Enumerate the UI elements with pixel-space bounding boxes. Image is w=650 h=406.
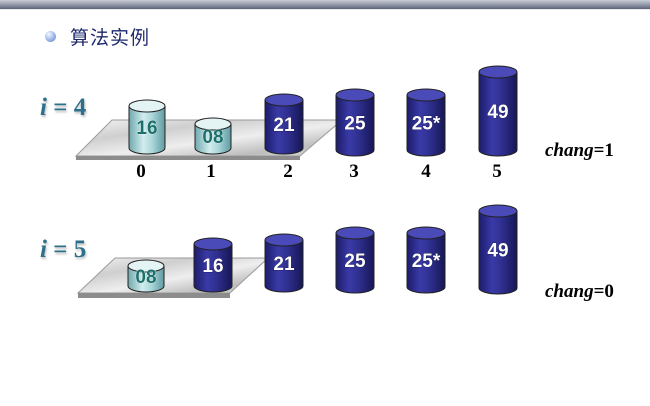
cylinder-top (128, 99, 166, 113)
cylinder-row1-0: 16 (128, 99, 166, 155)
cylinder-top (406, 226, 446, 240)
platform-row2 (76, 257, 270, 294)
cylinder-row2-5: 49 (478, 204, 518, 295)
cylinder-body (194, 123, 232, 155)
cylinder-value: 25 (344, 251, 366, 272)
row-label-var: i (40, 236, 47, 263)
cylinder-row1-4: 25* (406, 88, 446, 157)
cylinder-body (128, 105, 166, 155)
cylinder-row2-0: 08 (127, 259, 165, 293)
index-label-5: 5 (492, 161, 502, 182)
cylinder-body (193, 243, 233, 293)
cylinder-top (406, 88, 446, 102)
cylinder-value: 49 (487, 241, 508, 262)
chang-flag-row2: chang=0 (545, 281, 614, 303)
chang-value: =0 (593, 281, 614, 302)
cylinder-top (335, 88, 375, 102)
cylinder-top (194, 117, 232, 131)
cylinder-row2-2: 21 (264, 233, 304, 293)
cylinder-top (193, 237, 233, 251)
cylinder-top (127, 259, 165, 273)
index-label-2: 2 (283, 161, 293, 182)
cylinder-value: 25* (412, 114, 441, 135)
cylinder-body (406, 94, 446, 157)
platform-row2-edge (78, 293, 230, 298)
cylinder-value: 16 (202, 256, 223, 277)
cylinder-row1-3: 25 (335, 88, 375, 157)
chang-var: chang (545, 140, 594, 161)
row-label-i4: i = 4 (40, 94, 86, 122)
cylinder-body (478, 71, 518, 157)
cylinder-top (478, 204, 518, 218)
cylinder-body (335, 232, 375, 294)
index-label-3: 3 (349, 161, 359, 182)
chang-flag-row1: chang=1 (545, 140, 614, 162)
index-label-4: 4 (421, 161, 431, 182)
row-label-i5: i = 5 (40, 236, 86, 264)
top-title-bar-edge (0, 9, 650, 10)
cylinder-value: 21 (273, 115, 295, 136)
cylinder-value: 25* (412, 251, 441, 272)
cylinder-row2-4: 25* (406, 226, 446, 294)
cylinder-value: 16 (136, 118, 157, 139)
cylinder-value: 25 (344, 114, 366, 135)
chang-var: chang (545, 281, 594, 302)
cylinder-value: 21 (273, 254, 295, 275)
row-label-value: = 4 (46, 94, 87, 121)
cylinder-row1-2: 21 (264, 93, 304, 155)
cylinder-top (335, 226, 375, 240)
cylinder-row2-3: 25 (335, 226, 375, 294)
cylinder-body (406, 232, 446, 294)
cylinder-body (478, 210, 518, 295)
index-label-1: 1 (206, 161, 216, 182)
cylinder-value: 08 (135, 267, 156, 288)
index-label-0: 0 (136, 161, 146, 182)
cylinder-body (264, 99, 304, 155)
row-label-value: = 5 (46, 236, 87, 263)
cylinder-value: 49 (487, 102, 508, 123)
row-label-var: i (40, 94, 47, 121)
platform-row1-edge (76, 156, 300, 160)
cylinder-body (127, 265, 165, 293)
cylinder-top (264, 93, 304, 107)
cylinder-value: 08 (202, 127, 223, 148)
cylinder-body (264, 239, 304, 293)
cylinder-body (335, 94, 375, 157)
cylinder-row1-5: 49 (478, 65, 518, 157)
cylinder-top (264, 233, 304, 247)
cylinder-row2-1: 16 (193, 237, 233, 293)
bullet-icon (45, 31, 56, 42)
top-title-bar (0, 0, 650, 9)
cylinder-top (478, 65, 518, 79)
slide-heading: 算法实例 (70, 27, 151, 49)
chang-value: =1 (593, 140, 614, 161)
cylinder-row1-1: 08 (194, 117, 232, 155)
